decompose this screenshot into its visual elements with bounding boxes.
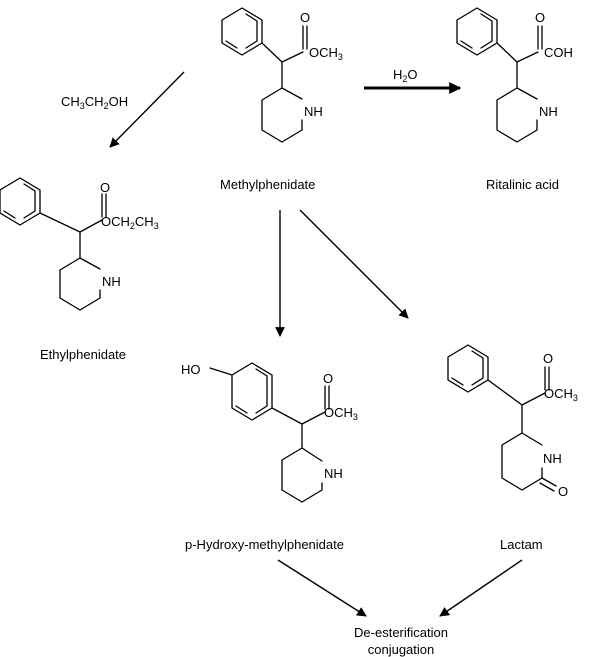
- carboxylic-acid-group: COH: [544, 45, 573, 60]
- amine-nh: NH: [102, 274, 121, 289]
- arrow-lactam-to-final: [439, 559, 523, 617]
- ethyl-ester-group: OCH2CH3: [101, 214, 159, 231]
- methyl-ester-group: OCH3: [324, 405, 358, 422]
- water-reagent: H2O: [393, 67, 418, 84]
- p-hydroxy-methylphenidate-structure: [209, 362, 330, 503]
- hydroxyl-group: HO: [181, 362, 201, 377]
- lactam-label: Lactam: [500, 537, 543, 552]
- ethylphenidate-label: Ethylphenidate: [40, 347, 126, 362]
- arrow-to-ethylphenidate: [109, 71, 185, 148]
- piperidine-ring: [496, 87, 538, 143]
- de-esterification-label: De-esterification: [354, 625, 448, 640]
- p-hydroxy-methylphenidate-label: p-Hydroxy-methylphenidate: [185, 537, 344, 552]
- methyl-ester-group: OCH3: [309, 45, 343, 62]
- benzene-ring: [447, 344, 489, 393]
- carbonyl-oxygen: O: [543, 351, 553, 366]
- piperidine-ring: [59, 257, 101, 311]
- methyl-ester-group: OCH3: [544, 386, 578, 403]
- benzene-ring: [221, 7, 263, 56]
- amide-nh: NH: [543, 451, 562, 466]
- methylphenidate-label: Methylphenidate: [220, 177, 315, 192]
- aromatic-bonds: [245, 13, 258, 49]
- carbonyl-oxygen: O: [323, 371, 333, 386]
- benzene-ring: [456, 7, 498, 56]
- carbonyl-oxygen: O: [300, 10, 310, 25]
- benzene-ring: [0, 177, 41, 226]
- piperidine-ring: [261, 87, 303, 143]
- conjugation-label: conjugation: [368, 642, 435, 657]
- ethanol-reagent: CH3CH2OH: [61, 94, 128, 111]
- piperidine-ring: [281, 447, 323, 503]
- lactam-structure: [447, 344, 557, 492]
- carbonyl-oxygen: O: [535, 10, 545, 25]
- lactam-ring: [501, 432, 543, 491]
- amine-nh: NH: [304, 104, 323, 119]
- benzene-ring: [231, 362, 273, 421]
- methylphenidate-structure: [221, 7, 308, 143]
- ethylphenidate-structure: [0, 177, 107, 311]
- amine-nh: NH: [324, 466, 343, 481]
- carbonyl-oxygen: O: [100, 180, 110, 195]
- ritalinic-acid-label: Ritalinic acid: [486, 177, 559, 192]
- arrow-p-hydroxy-to-final: [277, 559, 367, 617]
- arrow-to-lactam: [299, 209, 409, 319]
- amine-nh: NH: [539, 104, 558, 119]
- ritalinic-acid-structure: [456, 7, 543, 143]
- lactam-oxygen: O: [558, 484, 568, 499]
